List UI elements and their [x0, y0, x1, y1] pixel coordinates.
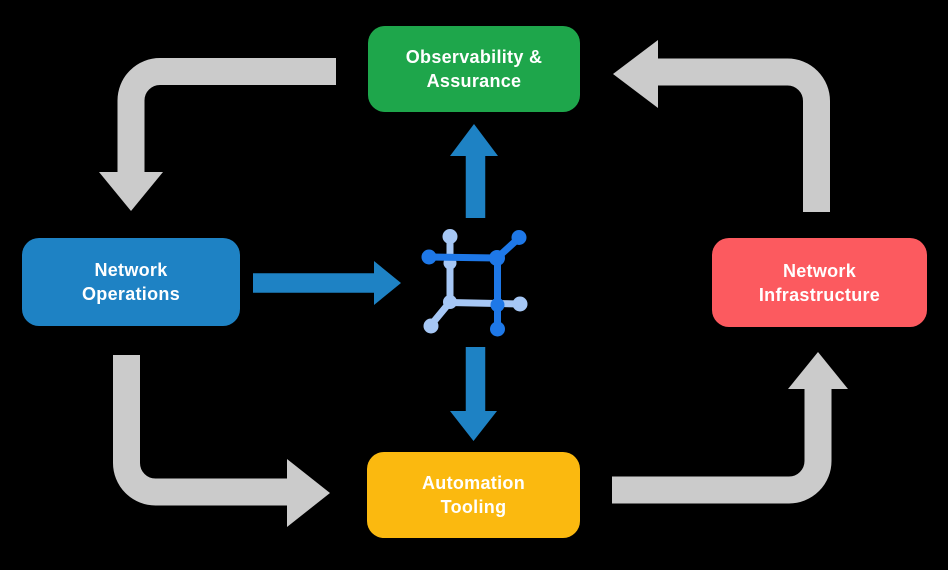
- icon-node-bottom: [490, 321, 505, 337]
- node-network-operations: Network Operations: [22, 238, 240, 326]
- node-observability-assurance: Observability & Assurance: [368, 26, 580, 112]
- arrow-line: [113, 355, 288, 506]
- arrow-head-up: [450, 124, 498, 156]
- icon-node-bottom-left: [423, 318, 439, 334]
- arrow-infrastructure-to-observability: [613, 40, 830, 212]
- arrow-observability-to-operations: [99, 58, 336, 211]
- arrow-head-down: [99, 172, 163, 211]
- arrow-hub-to-observability: [450, 124, 498, 218]
- arrow-hub-to-automation: [450, 347, 497, 441]
- arrow-head-down: [450, 411, 497, 441]
- node-label-line1: Automation: [422, 473, 525, 493]
- network-automation-icon: [421, 229, 528, 337]
- icon-light-parts: [423, 229, 528, 334]
- arrow-line: [117, 58, 336, 173]
- node-label-line2: Infrastructure: [758, 284, 881, 305]
- icon-node-top: [442, 229, 458, 244]
- arrow-head-left: [613, 40, 658, 108]
- icon-node-corner-bottom-right: [490, 298, 505, 312]
- node-label-line1: Network: [782, 260, 857, 281]
- node-network-infrastructure: Network Infrastructure: [712, 238, 927, 327]
- node-automation-tooling: Automation Tooling: [367, 452, 580, 538]
- arrow-head-up: [788, 352, 848, 389]
- node-label-line1: Network: [94, 260, 168, 280]
- arrow-head-right: [287, 459, 330, 527]
- node-label-line2: Tooling: [440, 497, 507, 517]
- arrow-line: [656, 58, 830, 212]
- arrow-automation-to-infrastructure: [612, 352, 848, 504]
- icon-top-edge: [425, 253, 501, 262]
- icon-node-left: [421, 249, 437, 265]
- icon-bottom-edge: [446, 299, 524, 308]
- icon-node-top-right: [511, 230, 527, 245]
- node-label-line2: Assurance: [426, 71, 522, 91]
- icon-dark-parts: [421, 230, 527, 337]
- node-label-line2: Operations: [81, 284, 181, 304]
- icon-node-corner-top-right: [489, 250, 505, 266]
- icon-node-corner-bottom-left: [443, 295, 457, 309]
- arrow-head-right: [374, 261, 401, 305]
- arrow-line: [612, 387, 832, 504]
- icon-node-right: [512, 296, 528, 312]
- arrow-operations-to-hub: [253, 261, 401, 305]
- arrow-operations-to-automation: [113, 355, 330, 527]
- node-label-line1: Observability &: [405, 47, 543, 67]
